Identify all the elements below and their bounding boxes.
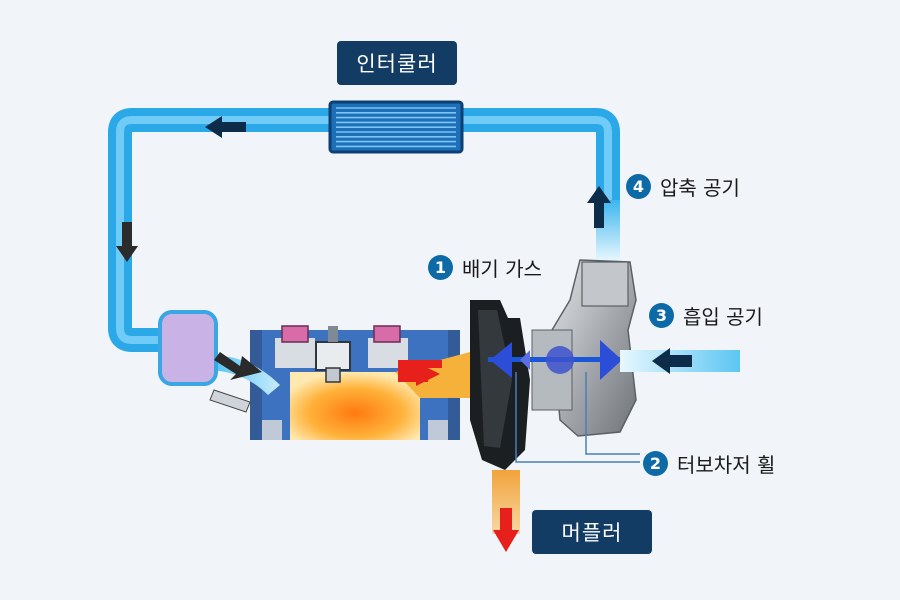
step-text: 압축 공기 — [660, 176, 740, 200]
muffler-label: 머플러 — [532, 510, 652, 554]
step-text: 흡입 공기 — [683, 305, 763, 329]
intake-air-pipe — [620, 348, 740, 374]
step-text: 터보차저 휠 — [677, 453, 776, 477]
step-2-turbo-wheel: 2 터보차저 휠 — [643, 449, 775, 478]
exhaust-out-pipe — [492, 470, 520, 552]
turbine-housing — [470, 300, 530, 470]
intake-manifold — [158, 310, 280, 395]
compressor-housing — [531, 259, 637, 437]
step-number: 2 — [643, 451, 668, 476]
flow-arrow-left — [205, 116, 246, 138]
step-1-exhaust-gas: 1 배기 가스 — [428, 253, 542, 282]
engine-block — [209, 325, 460, 440]
step-number: 4 — [626, 174, 651, 199]
flow-arrow-up — [587, 186, 611, 228]
intercooler-label: 인터쿨러 — [337, 41, 457, 85]
exhaust-manifold — [395, 352, 470, 398]
flow-arrow-down — [116, 222, 138, 262]
step-4-compressed-air: 4 압축 공기 — [626, 172, 740, 201]
intercooler-unit — [328, 100, 464, 154]
step-number: 3 — [649, 303, 674, 328]
step-text: 배기 가스 — [462, 257, 542, 281]
step-3-intake-air: 3 흡입 공기 — [649, 301, 763, 330]
step-number: 1 — [428, 255, 453, 280]
leader-lines — [515, 372, 640, 463]
turbocharger-shaft — [488, 340, 624, 380]
